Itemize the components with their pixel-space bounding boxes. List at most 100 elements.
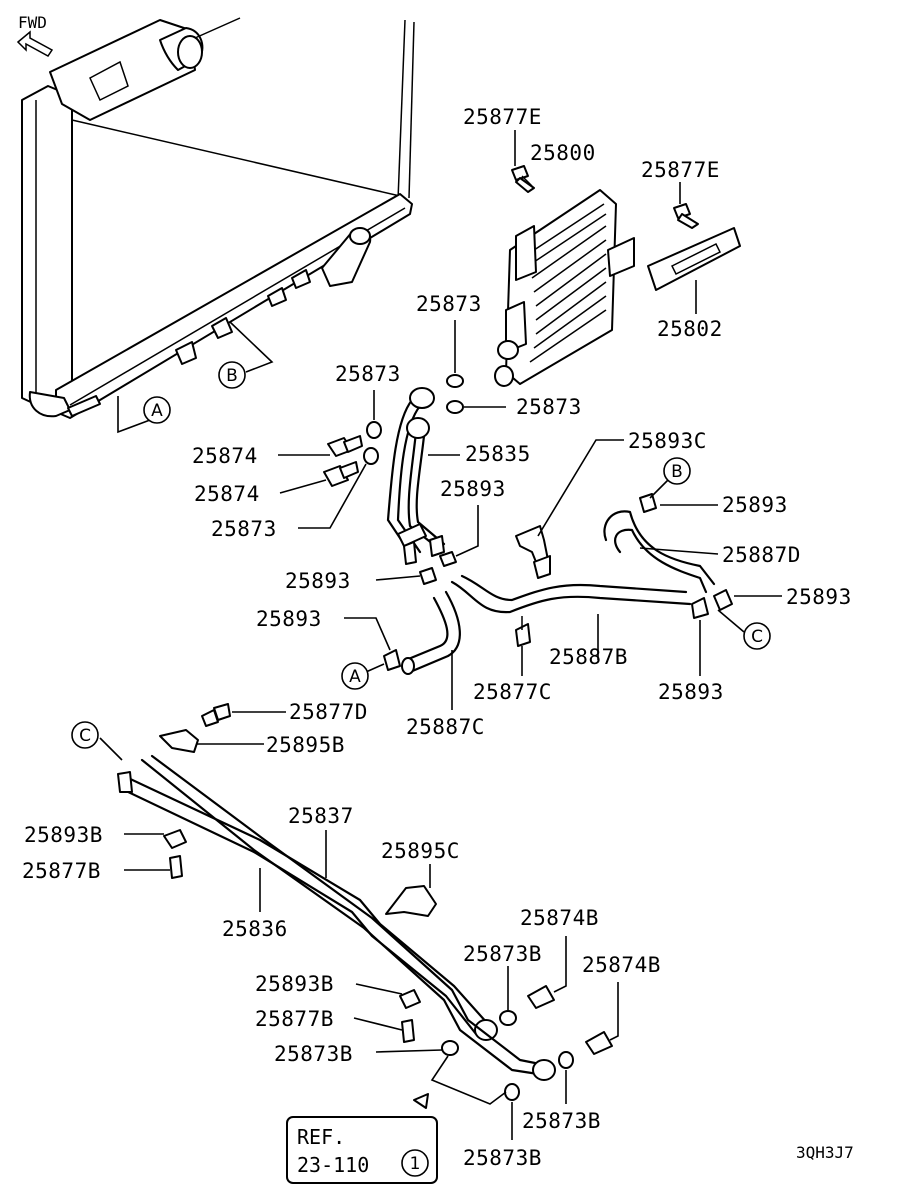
label-25836[interactable]: 25836 [222,917,288,941]
svg-text:23-110: 23-110 [297,1153,369,1177]
callout-c-hose: C [743,622,771,650]
fwd-indicator: FWD [16,13,54,57]
bracket-25802 [647,227,741,291]
bracket-25895b [159,729,199,753]
label-25893b-bottom[interactable]: 25893B [255,972,334,996]
fwd-arrow-icon [16,30,54,57]
label-25873-c[interactable]: 25873 [335,362,401,386]
diagram-code: 3QH3J7 [796,1143,854,1162]
bolt-25877d [201,703,231,727]
label-25893b-top[interactable]: 25893B [24,823,103,847]
bolt-25877c [515,616,531,647]
label-25874b-b[interactable]: 25874B [582,953,661,977]
label-25893c[interactable]: 25893C [628,429,707,453]
clip-25893b-bottom [399,989,421,1009]
svg-text:1: 1 [410,1154,421,1174]
label-25873-a[interactable]: 25873 [416,292,482,316]
bolt-25877b-top [169,855,183,879]
bolt-25877e-left [511,165,535,193]
svg-text:B: B [671,462,683,482]
label-25874b-a[interactable]: 25874B [520,906,599,930]
hose-25887d [603,510,716,594]
label-25895b[interactable]: 25895B [266,733,345,757]
label-25893-f[interactable]: 25893 [658,680,724,704]
label-25873b-c[interactable]: 25873B [463,1146,542,1170]
callout-a-hose: A [341,662,369,690]
oil-cooler-fitting-lower [494,365,514,387]
label-25877c[interactable]: 25877C [473,680,552,704]
pipe-25837 [140,754,556,1081]
label-25877e-left[interactable]: 25877E [463,105,542,129]
washer-25873b-c [504,1083,520,1101]
svg-text:B: B [226,366,238,386]
bolt-25874b-a [527,985,555,1009]
bracket-25895c [385,885,437,917]
bolt-25874-b [323,461,359,487]
label-25873-b[interactable]: 25873 [516,395,582,419]
label-25873b-a[interactable]: 25873B [463,942,542,966]
label-25874-a[interactable]: 25874 [192,444,258,468]
label-25887d[interactable]: 25887D [722,543,801,567]
label-25877d[interactable]: 25877D [289,700,368,724]
label-25873b-d[interactable]: 25873B [274,1042,353,1066]
washer-25873b-a [499,1010,517,1026]
radiator [21,17,415,419]
clamp-25893-c [639,493,657,513]
callout-c-pipe: C [71,721,99,749]
label-25837[interactable]: 25837 [288,804,354,828]
oil-cooler [494,189,635,387]
label-25874-b[interactable]: 25874 [194,482,260,506]
hose-25887b [450,574,692,614]
ref-box: REF. 23-110 1 [286,1116,438,1184]
washer-25873b-d [441,1040,459,1056]
clamp-25893-f [383,649,401,671]
clamp-25893-d [713,589,733,611]
washer-25873-d [363,447,379,465]
svg-text:C: C [751,627,763,647]
bolt-25877b-bottom [401,1019,415,1043]
callout-b-hose: B [663,457,691,485]
label-25893-c[interactable]: 25893 [285,569,351,593]
label-25800[interactable]: 25800 [530,141,596,165]
bolt-25874-a [327,435,363,457]
svg-text:A: A [349,667,361,687]
callout-a-radiator: A [143,396,171,424]
pipe-25835 [386,387,446,565]
label-25893-b[interactable]: 25893 [722,493,788,517]
clamp-25893-a [439,551,457,567]
clamp-25893-e [691,597,709,619]
label-25887b[interactable]: 25887B [549,645,628,669]
bolt-25874b-b [585,1031,613,1055]
pipe-25836 [117,771,498,1041]
hose-25887c [401,590,461,675]
oil-cooler-fitting-upper [497,340,519,360]
ref-arrow-icon [413,1093,429,1109]
washer-25873-b [446,400,464,414]
label-25895c[interactable]: 25895C [381,839,460,863]
clamp-25893-b [419,567,437,585]
bracket-25893c [515,525,551,579]
fwd-label: FWD [18,13,47,32]
label-25835[interactable]: 25835 [465,442,531,466]
label-25873-d[interactable]: 25873 [211,517,277,541]
svg-text:A: A [151,401,163,421]
washer-25873-a [446,374,464,388]
part-labels: 25877E 25800 25877E 25802 25873 25873 25… [22,105,852,1170]
oil-cooler-bracket [515,225,537,281]
label-25887c[interactable]: 25887C [406,715,485,739]
label-25893-d[interactable]: 25893 [786,585,852,609]
label-25873b-b[interactable]: 25873B [522,1109,601,1133]
label-25893-e[interactable]: 25893 [256,607,322,631]
label-25802[interactable]: 25802 [657,317,723,341]
washer-25873b-b [558,1051,574,1069]
washer-25873-c [366,421,382,439]
svg-text:C: C [79,726,91,746]
label-25877b-bottom[interactable]: 25877B [255,1007,334,1031]
callout-b-radiator: B [218,361,246,389]
label-25877e-right[interactable]: 25877E [641,158,720,182]
label-25893-a[interactable]: 25893 [440,477,506,501]
svg-text:REF.: REF. [297,1125,345,1149]
label-25877b-top[interactable]: 25877B [22,859,101,883]
